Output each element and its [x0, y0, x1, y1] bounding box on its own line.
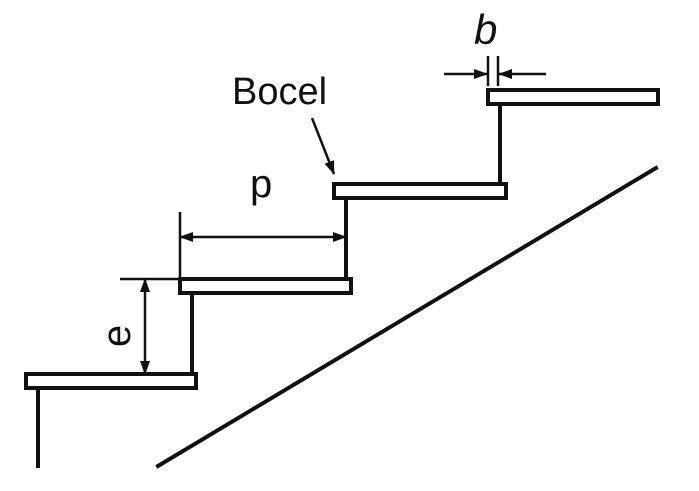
- bocel-leader-arrow: [310, 117, 336, 175]
- tread-3: [332, 182, 508, 200]
- bocel-label: Bocel: [232, 71, 327, 113]
- tread-4: [486, 88, 660, 106]
- dimension-b: [444, 56, 546, 86]
- tread-1: [24, 372, 198, 390]
- stringer-line: [155, 165, 659, 469]
- stair-structure: [24, 88, 660, 469]
- p-label: p: [250, 162, 272, 206]
- b-label: b: [474, 6, 497, 53]
- dimension-p: [178, 212, 347, 279]
- e-label: e: [95, 325, 139, 347]
- dimension-e: [120, 277, 178, 375]
- tread-2: [178, 277, 353, 295]
